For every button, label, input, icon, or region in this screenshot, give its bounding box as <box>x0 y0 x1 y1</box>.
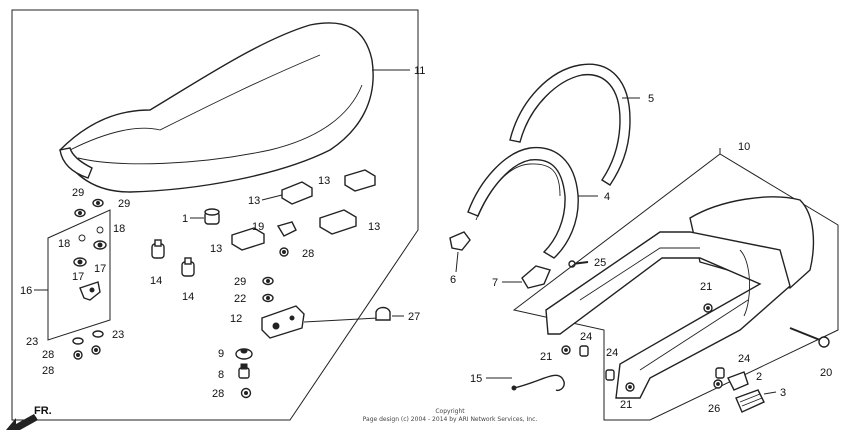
front-direction-arrow: FR. <box>6 405 52 430</box>
nut-28d <box>91 345 101 355</box>
seat[interactable] <box>59 22 374 193</box>
part-number-label: 23 <box>112 329 124 341</box>
part-number-label: 10 <box>738 141 750 153</box>
collar-24c <box>715 367 725 379</box>
part-number-label: 9 <box>218 348 224 360</box>
part-number-label: 29 <box>118 198 130 210</box>
collar-24b <box>605 369 615 381</box>
part-number-label: 24 <box>580 331 592 343</box>
seat-subassembly-box <box>47 209 111 341</box>
grab-rail-5[interactable] <box>509 63 631 186</box>
bracket-2 <box>727 371 749 391</box>
part-number-label: 18 <box>58 238 70 250</box>
part-number-label: 28 <box>212 388 224 400</box>
nut-28b <box>240 387 252 399</box>
rubber-block-13b <box>344 169 376 192</box>
part-number-label: 20 <box>820 367 832 379</box>
seat-assembly-boundary <box>11 9 419 421</box>
washer-29c <box>262 276 274 286</box>
part-number-label: 21 <box>540 351 552 363</box>
part-number-label: 12 <box>230 313 242 325</box>
part-number-label: 17 <box>94 263 106 275</box>
part-number-label: 21 <box>620 399 632 411</box>
part-number-label: 5 <box>648 93 654 105</box>
damper-14a <box>151 239 165 259</box>
bracket-6 <box>449 231 471 251</box>
part-number-label: 13 <box>368 221 380 233</box>
label-11: 11 <box>414 65 425 77</box>
part-number-label: 28 <box>42 349 54 361</box>
part-number-label: 14 <box>182 291 194 303</box>
part-number-label: 14 <box>150 275 162 287</box>
part-number-label: 13 <box>210 243 222 255</box>
screw-21c <box>625 382 635 392</box>
part-number-label: 6 <box>450 274 456 286</box>
damper-14b <box>181 257 195 277</box>
part-number-label: 23 <box>26 336 38 348</box>
part-number-label: 15 <box>470 373 482 385</box>
front-direction-label: FR. <box>34 405 52 417</box>
bolt-20 <box>789 327 830 348</box>
cover-7 <box>521 265 551 289</box>
part-number-label: 26 <box>708 403 720 415</box>
rubber-block-13c <box>319 209 357 235</box>
nut-28c <box>73 350 83 360</box>
part-number-label: 2 <box>756 371 762 383</box>
clip-19 <box>276 221 297 237</box>
grab-rail-base-4[interactable] <box>467 146 579 259</box>
part-number-label: 24 <box>738 353 750 365</box>
part-number-label: 7 <box>492 277 498 289</box>
part-number-label: 28 <box>42 365 54 377</box>
clip-18a <box>78 234 86 242</box>
part-number-label: 13 <box>248 195 260 207</box>
part-number-label: 24 <box>606 347 618 359</box>
grommet-17b <box>93 240 107 250</box>
rubber-block-13a <box>281 181 313 205</box>
wire-harness-15 <box>511 374 565 392</box>
bolt-8 <box>238 363 250 379</box>
part-number-label: 4 <box>604 191 610 203</box>
copyright-notice: Copyright Page design (c) 2004 - 2014 by… <box>300 408 600 424</box>
collar-24a <box>579 345 589 357</box>
part-number-label: 29 <box>234 276 246 288</box>
washer-29-left <box>74 208 86 218</box>
part-number-label: 25 <box>594 257 606 269</box>
part-number-label: 1 <box>182 213 188 225</box>
copyright-line-2: Page design (c) 2004 - 2014 by ARI Netwo… <box>362 416 538 423</box>
part-number-label: 13 <box>318 175 330 187</box>
washer-23a <box>72 337 84 345</box>
cushion-1 <box>204 208 220 225</box>
grommet-17a <box>73 257 87 267</box>
nut-26 <box>713 379 723 389</box>
part-number-label: 29 <box>72 187 84 199</box>
part-number-label: 17 <box>72 271 84 283</box>
washer-23b <box>92 330 104 338</box>
part-number-label: 3 <box>780 387 786 399</box>
part-number-label: 22 <box>234 293 246 305</box>
part-number-label: 21 <box>700 281 712 293</box>
part-number-label: 27 <box>408 311 420 323</box>
part-number-label: 16 <box>20 285 32 297</box>
screw-21a <box>703 303 713 313</box>
part-number-label: 19 <box>252 221 264 233</box>
nut-28a <box>279 247 289 257</box>
rubber-block-13d <box>231 227 265 251</box>
washer-22 <box>262 293 274 303</box>
lock-assembly-16 <box>79 281 101 301</box>
reflector-3[interactable] <box>735 389 765 413</box>
washer-29-right <box>92 198 104 208</box>
part-number-label: 18 <box>113 223 125 235</box>
copyright-line-1: Copyright <box>435 408 465 415</box>
clip-18b <box>96 226 104 234</box>
cap-27 <box>375 306 391 321</box>
part-number-label: 8 <box>218 369 224 381</box>
cushion-9 <box>235 348 253 360</box>
rear-frame[interactable] <box>545 196 815 399</box>
seat-lock-12 <box>261 305 305 339</box>
screw-21b <box>561 345 571 355</box>
part-number-label: 28 <box>302 248 314 260</box>
